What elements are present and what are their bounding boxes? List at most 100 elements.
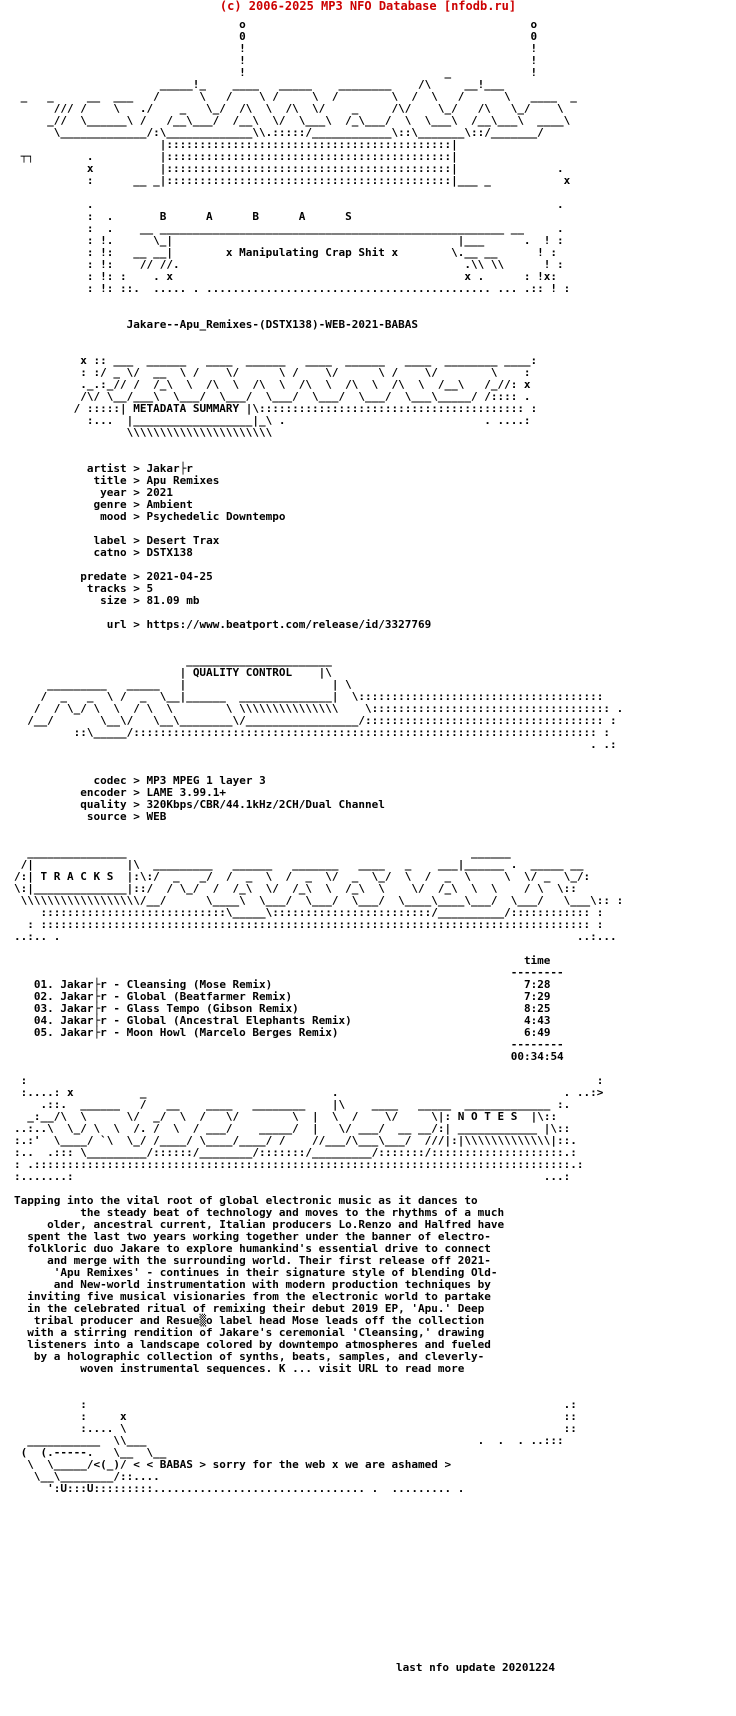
track-time: 7:29: [523, 990, 551, 1003]
metadata-title: METADATA SUMMARY: [133, 402, 240, 415]
meta-key-size: size: [100, 594, 127, 607]
ascii-art: --------: [510, 966, 564, 979]
meta-key-label: label: [93, 534, 127, 547]
track-number: 01.: [33, 978, 54, 991]
tracks-title: T R A C K S: [40, 870, 114, 883]
track-number: 05.: [33, 1026, 54, 1039]
notes-line: 'Apu Remixes' - continues in their signa…: [53, 1266, 498, 1279]
ascii-art: >: [126, 594, 147, 607]
notes-body: Tapping into the vital root of global el…: [14, 1194, 504, 1375]
ascii-art: ______________________ |: [179, 654, 332, 679]
meta-key-tracks: tracks: [86, 582, 127, 595]
ascii-art: >: [126, 618, 147, 631]
ascii-art: : . __ _________________________________…: [86, 222, 564, 259]
release-url-link[interactable]: https://www.beatport.com/release/id/3327…: [146, 618, 432, 631]
ascii-art: >: [126, 546, 147, 559]
ascii-art: >: [126, 486, 147, 499]
meta-key-catno: catno: [93, 546, 127, 559]
meta-value-size: 81.09 mb: [146, 594, 200, 607]
footer-apology: < BABAS > sorry for the web x we are ash…: [146, 1458, 452, 1471]
ascii-art: [14, 546, 93, 559]
track-title: Jakar├r - Glass Tempo (Gibson Remix): [60, 1002, 299, 1015]
ascii-art: >: [126, 570, 147, 583]
meta-value-year: 2021: [146, 486, 173, 499]
notes-title: N O T E S: [457, 1110, 518, 1123]
ascii-art: _______________ ______ /| |\ _________ _…: [14, 846, 584, 883]
notes-line: Tapping into the vital root of global el…: [14, 1194, 478, 1207]
track-title: Jakar├r - Global (Ancestral Elephants Re…: [60, 1014, 352, 1027]
ascii-art: >: [126, 510, 147, 523]
ascii-art: |\::::::::::::::::::::::::::::::::::::::…: [86, 402, 538, 439]
notes-line: older, ancestral current, Italian produc…: [47, 1218, 505, 1231]
ascii-art: >: [126, 474, 147, 487]
ascii-art: >: [126, 498, 147, 511]
meta-value-label: Desert Trax: [146, 534, 220, 547]
ascii-art: >: [126, 462, 147, 475]
time-column-header: time: [523, 954, 551, 967]
meta-key-mood: mood: [100, 510, 127, 523]
ascii-art: |\:: ..:..\ \_/ \ \ /. / \ / ___/ _____/…: [14, 1110, 584, 1183]
meta-key-artist: artist: [86, 462, 127, 475]
notes-line: in the celebrated ritual of remixing the…: [27, 1302, 485, 1315]
track-number: 02.: [33, 990, 54, 1003]
track-number: 04.: [33, 1014, 54, 1027]
qc-value-encoder: LAME 3.99.1+: [146, 786, 226, 799]
ascii-art: [14, 510, 100, 523]
ascii-art: |:\:/ _ _/ / _ \ / _ \/ _ \_/ \ / _ \ \ …: [14, 870, 624, 943]
tagline: x Manipulating Crap Shit x: [225, 246, 399, 259]
track-time: 8:25: [523, 1002, 551, 1015]
ascii-art: [14, 594, 100, 607]
group-letters: B A B A S: [159, 210, 352, 223]
track-title: Jakar├r - Global (Beatfarmer Remix): [60, 990, 293, 1003]
ascii-art: x :: ___ ______ ____ ______ ____ ______ …: [73, 354, 538, 415]
ascii-art: |\ _________ _____ | | \ / _ _ \ / _ \__…: [27, 666, 624, 751]
meta-key-predate: predate: [80, 570, 127, 583]
track-title: Jakar├r - Moon Howl (Marcelo Berges Remi…: [60, 1026, 339, 1039]
qc-value-quality: 320Kbps/CBR/44.1kHz/2CH/Dual Channel: [146, 798, 385, 811]
meta-value-mood: Psychedelic Downtempo: [146, 510, 286, 523]
release-name: Jakare--Apu_Remixes-(DSTX138)-WEB-2021-B…: [126, 318, 418, 331]
qc-key-encoder: encoder: [80, 786, 127, 799]
notes-line: with a stirring rendition of Jakare's ce…: [27, 1326, 485, 1339]
qc-value-codec: MP3 MPEG 1 layer 3: [146, 774, 266, 787]
ascii-art: >: [126, 786, 147, 799]
notes-line: folkloric duo Jakare to explore humankin…: [27, 1242, 491, 1255]
meta-value-tracks: 5: [146, 582, 154, 595]
qc-value-source: WEB: [146, 810, 167, 823]
meta-value-genre: Ambient: [146, 498, 193, 511]
notes-line: and merge with the surrounding world. Th…: [47, 1254, 491, 1267]
ascii-art: >: [126, 798, 147, 811]
ascii-art: >: [126, 774, 147, 787]
ascii-art: >: [126, 534, 147, 547]
notes-line: spent the last two years working togethe…: [27, 1230, 491, 1243]
ascii-art: >: [126, 582, 147, 595]
notes-line: listeners into a landscape colored by do…: [27, 1338, 491, 1351]
ascii-art: --------: [510, 1038, 564, 1051]
ascii-art: \.__ __ ! : : !: // //. .\\ \\ ! : : !: …: [86, 246, 571, 295]
ascii-art: \__\________/::.... ':U:::U:::::::::....…: [33, 1470, 465, 1495]
meta-key-genre: genre: [93, 498, 127, 511]
track-number: 03.: [33, 1002, 54, 1015]
nfo-document: o o 0 0 !: [14, 18, 624, 1496]
ascii-art: o o 0 0 !: [20, 18, 577, 223]
qc-key-source: source: [86, 810, 127, 823]
track-title: Jakar├r - Cleansing (Mose Remix): [60, 978, 273, 991]
ascii-art: [14, 810, 87, 823]
ascii-art: : .: : x :: :.... \: [20, 1398, 577, 1471]
qc-key-quality: quality: [80, 798, 127, 811]
notes-line: tribal producer and Resue▒o label head M…: [33, 1314, 485, 1327]
track-time: 4:43: [523, 1014, 551, 1027]
meta-value-title: Apu Remixes: [146, 474, 220, 487]
ascii-art: [14, 618, 107, 631]
meta-value-predate: 2021-04-25: [146, 570, 213, 583]
notes-line: by a holographic collection of synths, b…: [33, 1350, 485, 1363]
meta-value-artist: Jakar├r: [146, 462, 193, 475]
total-time: 00:34:54: [510, 1050, 564, 1063]
notes-line: the steady beat of technology and moves …: [80, 1206, 505, 1219]
meta-key-title: title: [93, 474, 127, 487]
last-update: last nfo update 20201224: [396, 1661, 555, 1674]
notes-line: and New-world instrumentation with moder…: [53, 1278, 491, 1291]
meta-key-url: url: [106, 618, 127, 631]
ascii-art: >: [126, 810, 147, 823]
notes-line: inviting five musical visionaries from t…: [27, 1290, 491, 1303]
